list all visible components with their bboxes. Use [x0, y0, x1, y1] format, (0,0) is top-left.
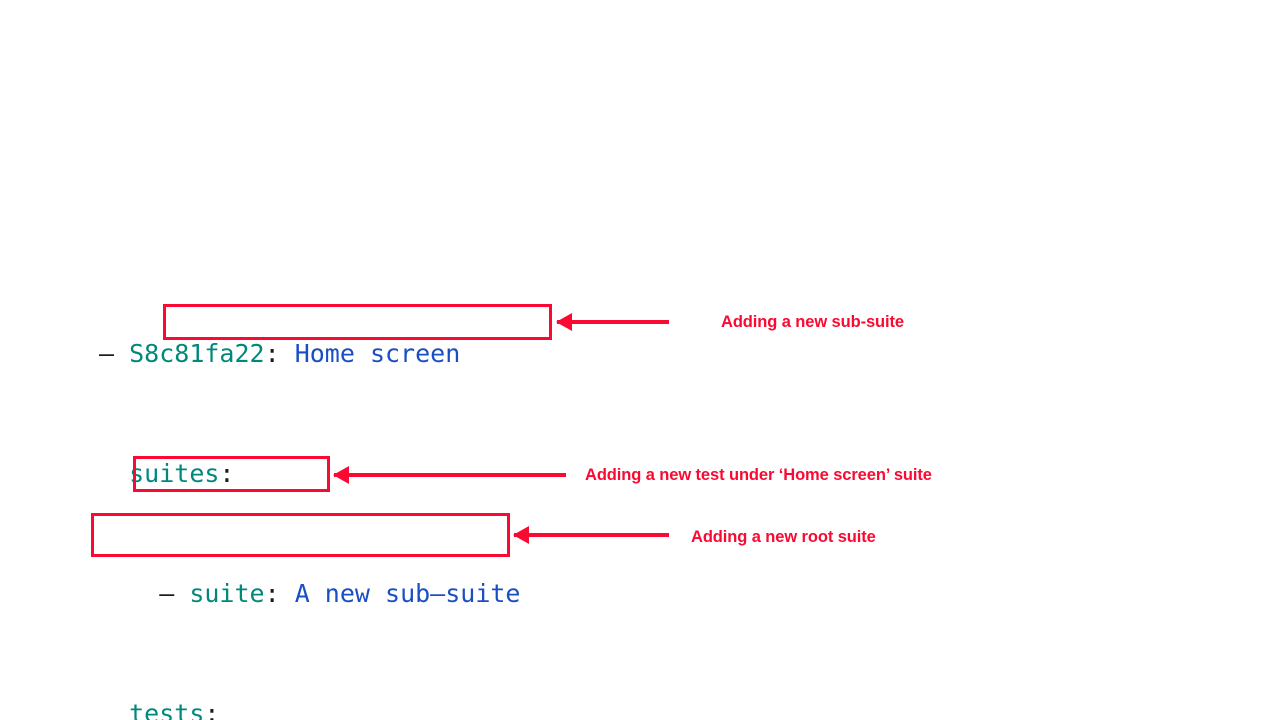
- annotation-label-sub-suite: Adding a new sub-suite: [721, 313, 904, 331]
- suite-key: suite: [189, 579, 265, 608]
- annotation-label-new-test: Adding a new test under ‘Home screen’ su…: [585, 466, 932, 484]
- tree-line-tests-label: tests:: [99, 699, 776, 720]
- colon-separator: :: [204, 699, 220, 720]
- colon-separator: :: [264, 579, 280, 608]
- tree-line-sub-suite: – suite: A new sub–suite: [99, 579, 776, 609]
- tree-line-root-suite: – S8c81fa22: Home screen: [99, 339, 776, 369]
- colon-separator: :: [264, 339, 280, 368]
- colon-separator: :: [219, 459, 235, 488]
- annotation-label-root-suite: Adding a new root suite: [691, 528, 876, 546]
- list-dash: –: [159, 579, 190, 608]
- arrow-icon-root-suite: [514, 533, 669, 537]
- tree-line-suites-label: suites:: [99, 459, 776, 489]
- suite-id: S8c81fa22: [129, 339, 265, 368]
- test-suite-tree: – S8c81fa22: Home screen suites: – suite…: [99, 249, 776, 720]
- sub-suite-name: A new sub–suite: [279, 579, 521, 608]
- arrow-icon-new-test: [334, 473, 566, 477]
- suite-name: Home screen: [279, 339, 461, 368]
- arrow-icon-sub-suite: [557, 320, 669, 324]
- list-dash: –: [99, 339, 130, 368]
- suites-key: suites: [129, 459, 220, 488]
- tests-key: tests: [129, 699, 205, 720]
